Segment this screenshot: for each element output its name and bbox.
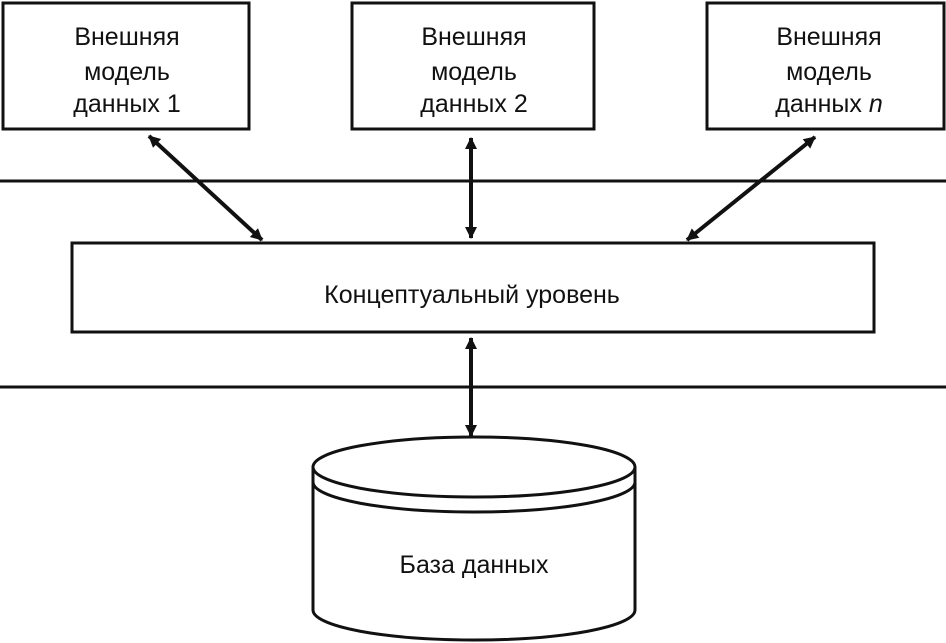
- external-model-n-line3: данных n: [775, 90, 882, 118]
- external-model-box-2: Внешняя модель данных 2: [350, 1, 596, 131]
- external-model-n-line2: модель: [786, 58, 872, 86]
- external-model-2-line3: данных 2: [420, 90, 527, 118]
- arrow-external-1-to-conceptual: [147, 134, 264, 242]
- external-model-n-line1: Внешняя: [776, 23, 881, 51]
- external-model-1-line3: данных 1: [73, 90, 180, 118]
- external-model-box-n: Внешняя модель данных n: [705, 1, 946, 131]
- conceptual-level-label: Концептуальный уровень: [324, 281, 620, 309]
- external-model-2-index: 2: [514, 90, 528, 118]
- conceptual-level-box: Концептуальный уровень: [70, 241, 876, 334]
- external-model-n-index: n: [869, 90, 883, 118]
- external-model-1-line2: модель: [84, 58, 170, 86]
- external-model-2-line1: Внешняя: [421, 23, 526, 51]
- external-model-n-prefix: данных: [775, 90, 862, 118]
- external-model-1-line1: Внешняя: [74, 23, 179, 51]
- external-model-box-1: Внешняя модель данных 1: [1, 1, 251, 131]
- arrow-external-n-to-conceptual: [685, 135, 817, 242]
- database-cylinder: База данных: [311, 435, 637, 642]
- database-label: База данных: [400, 551, 549, 579]
- external-model-1-prefix: данных: [73, 90, 160, 118]
- external-model-1-index: 1: [167, 90, 181, 118]
- external-model-2-line2: модель: [431, 58, 517, 86]
- external-model-2-prefix: данных: [420, 90, 507, 118]
